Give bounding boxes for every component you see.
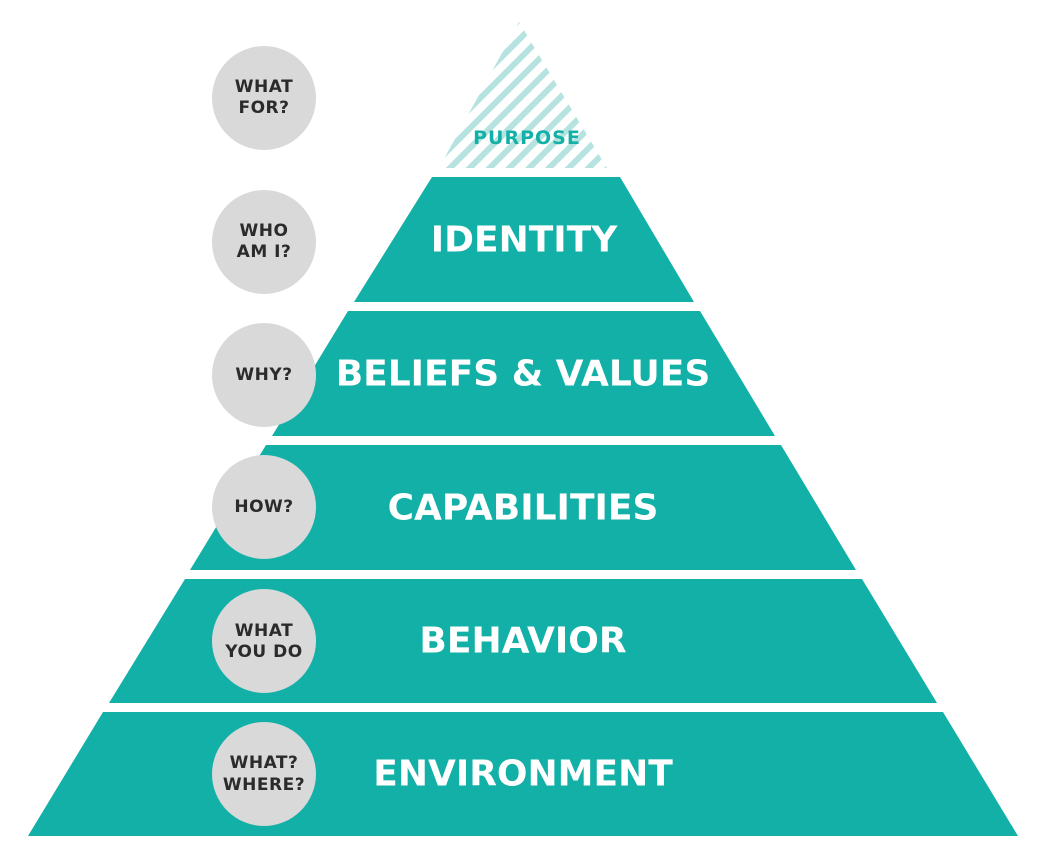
level-band [109, 579, 937, 703]
level-behavior: BEHAVIOR [109, 579, 937, 703]
question-circle-bg [212, 455, 316, 559]
question-circle-what-for: WHAT FOR? [212, 46, 316, 150]
level-identity: IDENTITY [354, 177, 694, 302]
question-line: WHAT [235, 621, 293, 641]
level-environment: ENVIRONMENT [28, 712, 1018, 836]
question-circle-what-you-do: WHAT YOU DO [212, 589, 316, 693]
level-band [354, 177, 694, 302]
question-line: FOR? [238, 98, 289, 118]
level-label: BELIEFS & VALUES [336, 354, 711, 395]
question-line: WHERE? [223, 775, 305, 795]
question-line: YOU DO [224, 642, 302, 662]
level-label: IDENTITY [431, 220, 619, 261]
level-band [272, 311, 775, 436]
question-circle-bg [212, 323, 316, 427]
apex-label: PURPOSE [473, 127, 581, 149]
apex-triangle [439, 22, 607, 168]
question-line: HOW? [234, 497, 293, 517]
question-line: WHAT [235, 77, 293, 97]
pyramid-levels: IDENTITY BELIEFS & VALUES CAPABILITIES B… [28, 177, 1018, 836]
question-line: WHAT? [230, 753, 299, 773]
level-beliefs-values: BELIEFS & VALUES [272, 311, 775, 436]
question-circle-bg [212, 722, 316, 826]
question-circles: WHAT FOR? WHO AM I? WHY? HOW? WHAT YOU D… [212, 46, 316, 826]
level-label: CAPABILITIES [388, 488, 659, 529]
question-line: WHY? [235, 365, 292, 385]
question-circle-what-where: WHAT? WHERE? [212, 722, 316, 826]
question-circle-why: WHY? [212, 323, 316, 427]
question-circle-how: HOW? [212, 455, 316, 559]
question-line: WHO [240, 221, 289, 241]
question-circle-bg [212, 589, 316, 693]
question-circle-bg [212, 190, 316, 294]
pyramid-apex: PURPOSE [439, 22, 607, 168]
level-capabilities: CAPABILITIES [190, 445, 856, 570]
question-line: AM I? [237, 242, 292, 262]
level-band [190, 445, 856, 570]
level-label: ENVIRONMENT [373, 754, 673, 795]
question-circle-bg [212, 46, 316, 150]
level-label: BEHAVIOR [419, 621, 626, 662]
question-circle-who-am-i: WHO AM I? [212, 190, 316, 294]
